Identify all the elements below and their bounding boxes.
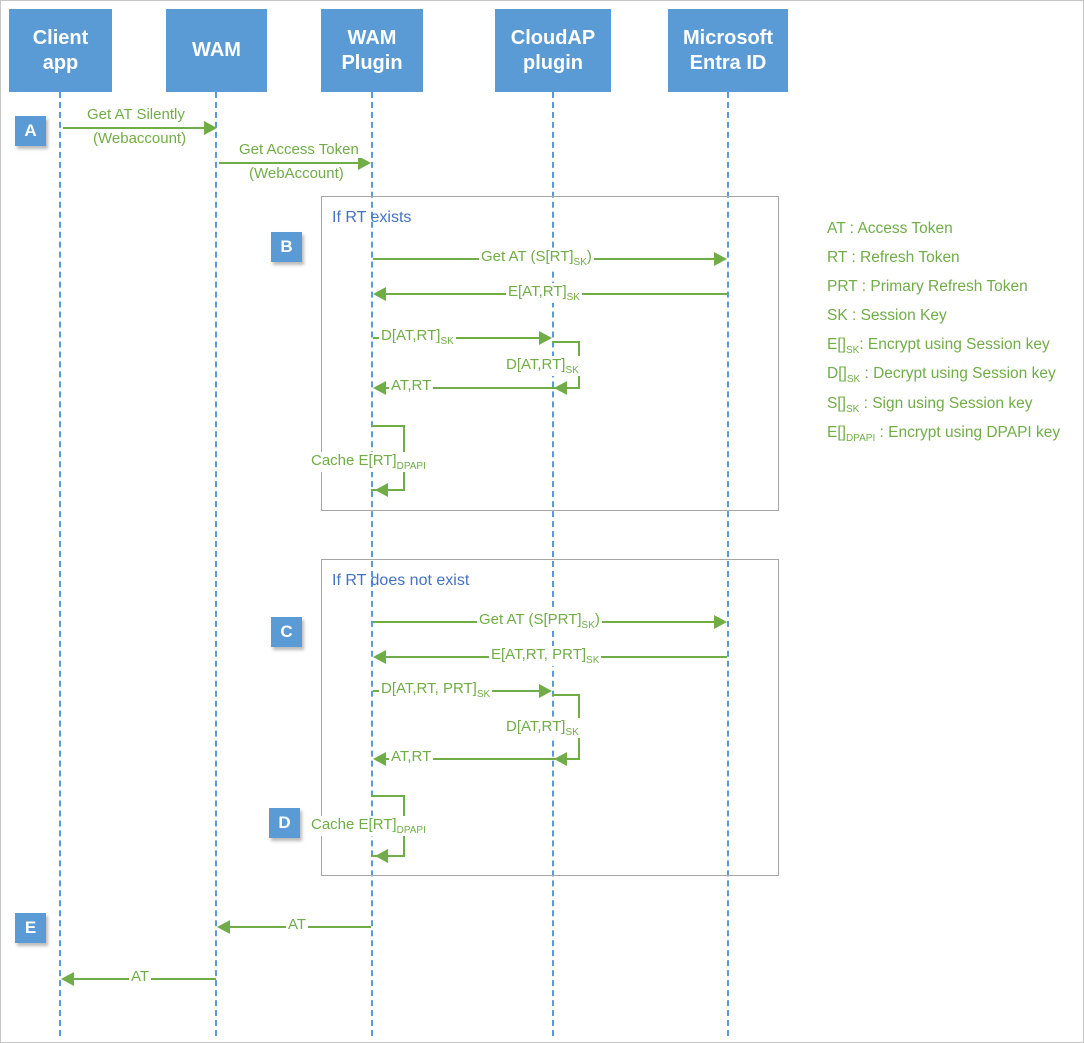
fragment-if-rt-does-not-exist-label: If RT does not exist: [332, 572, 470, 589]
message-label-b-e-at-rt: E[AT,RT]SK: [506, 283, 582, 303]
fragment-if-rt-exists-label: If RT exists: [332, 209, 412, 226]
arrowhead-right-icon: [204, 121, 217, 135]
actor-client-app: Client app: [9, 9, 112, 92]
message-label-get-access-token: Get Access Token: [237, 141, 361, 158]
message-label-c-d-at-rt-self: D[AT,RT]SK: [504, 718, 581, 738]
legend-item-sign-sk: S[]SK : Sign using Session key: [827, 394, 1033, 415]
arrowhead-left-icon: [554, 381, 567, 395]
message-label-c-cache: Cache E[RT]DPAPI: [309, 816, 428, 836]
message-line-get-at-silently: [63, 127, 204, 129]
lifeline-client-app: [59, 92, 61, 1036]
lifeline-wam: [215, 92, 217, 1036]
message-label-c-get-at: Get AT (S[PRT]SK): [477, 611, 602, 631]
message-label-c-at-rt: AT,RT: [389, 748, 434, 765]
legend-item-prt: PRT : Primary Refresh Token: [827, 278, 1028, 296]
message-label-b-get-at: Get AT (S[RT]SK): [479, 248, 594, 268]
message-label-get-at-silently: Get AT Silently: [85, 106, 187, 123]
step-marker-e: E: [15, 913, 46, 943]
arrowhead-left-icon: [373, 650, 386, 664]
actor-microsoft-entra-id: Microsoft Entra ID: [668, 9, 788, 92]
message-label-c-d-at-rt-prt: D[AT,RT, PRT]SK: [379, 680, 493, 700]
arrowhead-left-icon: [375, 483, 388, 497]
legend-item-decrypt-sk: D[]SK : Decrypt using Session key: [827, 365, 1056, 386]
arrowhead-left-icon: [375, 849, 388, 863]
arrowhead-right-icon: [358, 156, 371, 170]
step-marker-d: D: [269, 808, 300, 838]
arrowhead-right-icon: [539, 331, 552, 345]
message-label-get-at-silently-webaccount: (Webaccount): [91, 130, 189, 147]
arrowhead-left-icon: [373, 381, 386, 395]
step-marker-a: A: [15, 116, 46, 146]
arrowhead-left-icon: [554, 752, 567, 766]
message-label-c-e-at-rt-prt: E[AT,RT, PRT]SK: [489, 646, 602, 666]
lifeline-cloudap-plugin: [552, 92, 554, 1036]
message-label-b-at-rt: AT,RT: [389, 377, 434, 394]
legend-item-sk: SK : Session Key: [827, 307, 947, 325]
message-line-get-access-token: [219, 162, 358, 164]
arrowhead-right-icon: [714, 252, 727, 266]
arrowhead-left-icon: [217, 920, 230, 934]
legend-item-encrypt-dpapi: E[]DPAPI : Encrypt using DPAPI key: [827, 423, 1061, 444]
message-line-b-d-at-rt: [373, 337, 539, 339]
legend-item-encrypt-sk: E[]SK: Encrypt using Session key: [827, 336, 1050, 357]
step-marker-c: C: [271, 617, 302, 647]
lifeline-microsoft-entra-id: [727, 92, 729, 1036]
lifeline-wam-plugin: [371, 92, 373, 1036]
message-label-b-cache: Cache E[RT]DPAPI: [309, 452, 428, 472]
fragment-if-rt-does-not-exist: [321, 559, 779, 876]
message-label-get-access-token-webaccount: (WebAccount): [247, 165, 346, 182]
actor-cloudap-plugin: CloudAP plugin: [495, 9, 611, 92]
message-label-return-at-client: AT: [129, 968, 152, 985]
arrowhead-left-icon: [61, 972, 74, 986]
arrowhead-right-icon: [714, 615, 727, 629]
message-label-b-d-at-rt-self: D[AT,RT]SK: [504, 356, 581, 376]
message-line-c-at-rt: [386, 758, 552, 760]
fragment-if-rt-exists: [321, 196, 779, 511]
arrowhead-left-icon: [373, 752, 386, 766]
message-label-return-at-wam: AT: [286, 916, 309, 933]
legend: AT : Access Token RT : Refresh Token PRT…: [827, 217, 1071, 450]
actor-wam-plugin: WAM Plugin: [321, 9, 423, 92]
step-marker-b: B: [271, 232, 302, 262]
arrowhead-right-icon: [539, 684, 552, 698]
legend-item-rt: RT : Refresh Token: [827, 249, 960, 267]
message-line-b-at-rt: [386, 387, 552, 389]
actor-wam: WAM: [166, 9, 267, 92]
arrowhead-left-icon: [373, 287, 386, 301]
legend-item-at: AT : Access Token: [827, 220, 953, 237]
message-label-b-d-at-rt: D[AT,RT]SK: [379, 327, 456, 347]
